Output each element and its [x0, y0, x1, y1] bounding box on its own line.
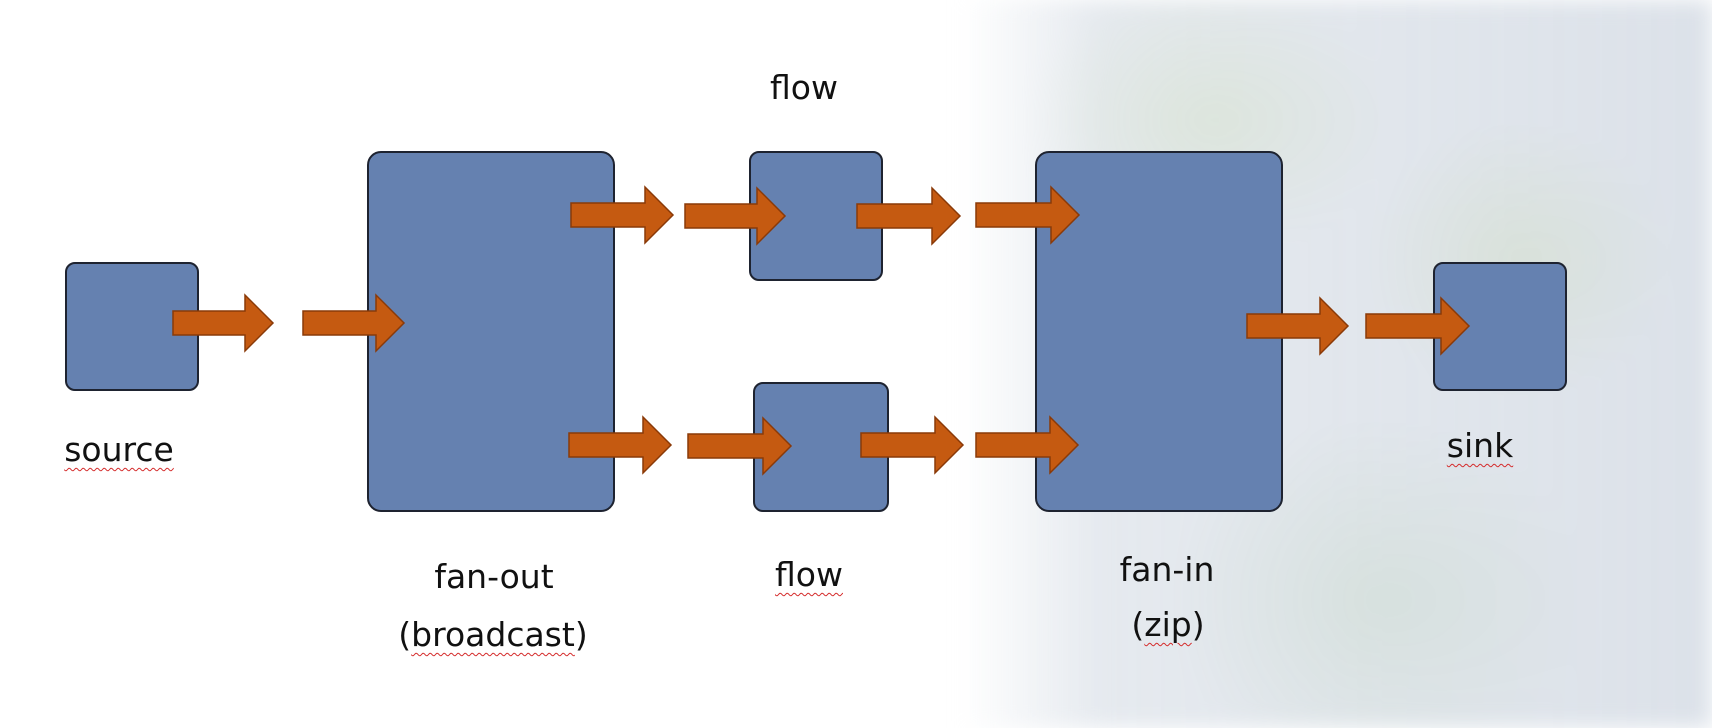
- arrow-source-out: [172, 293, 275, 353]
- arrow-fanin-top-in-shape: [975, 185, 1081, 245]
- arrow-source-out-shape: [172, 293, 275, 353]
- fan-out-label-line2: (broadcast): [398, 618, 587, 651]
- arrow-fanin-bottom-in: [975, 415, 1080, 475]
- source-label: source: [64, 433, 174, 466]
- arrow-flow-top-in: [684, 186, 787, 246]
- fan-out-label-line1: fan-out: [434, 560, 553, 593]
- source-text: source: [64, 430, 174, 469]
- arrow-fanin-bottom-in-shape: [975, 415, 1080, 475]
- fan-in-label-line1: fan-in: [1120, 553, 1215, 586]
- fan-in-text: fan-in: [1119, 550, 1215, 589]
- fan-in-paren-open: (: [1131, 605, 1145, 644]
- arrow-flow-top-out-shape: [856, 186, 962, 246]
- arrow-fanin-top-in: [975, 185, 1081, 245]
- arrow-sink-in: [1365, 296, 1471, 356]
- arrow-flow-bottom-out-shape: [860, 415, 965, 475]
- arrow-fanin-out: [1246, 296, 1350, 356]
- arrow-flow-bottom-out: [860, 415, 965, 475]
- arrow-sink-in-shape: [1365, 296, 1471, 356]
- arrow-fanout-in: [302, 293, 406, 353]
- arrow-flow-top-in-shape: [684, 186, 787, 246]
- arrow-flow-bottom-in-shape: [687, 416, 793, 476]
- arrow-fanout-top-out: [570, 185, 675, 245]
- fan-out-paren-open: (: [398, 615, 412, 654]
- arrow-fanout-bottom-out-shape: [568, 415, 673, 475]
- arrow-fanout-top-out-shape: [570, 185, 675, 245]
- zip-text: zip: [1144, 605, 1192, 644]
- arrow-flow-bottom-in: [687, 416, 793, 476]
- fan-out-text: fan-out: [434, 557, 554, 596]
- fan-in-paren-close: ): [1191, 605, 1205, 644]
- arrow-fanout-in-shape: [302, 293, 406, 353]
- flow-top-text: flow: [770, 68, 838, 107]
- sink-label: sink: [1447, 429, 1513, 462]
- arrow-flow-top-out: [856, 186, 962, 246]
- broadcast-text: broadcast: [411, 615, 575, 654]
- arrow-fanout-bottom-out: [568, 415, 673, 475]
- arrow-fanin-out-shape: [1246, 296, 1350, 356]
- flow-bottom-text: flow: [775, 555, 843, 594]
- fan-in-label-line2: (zip): [1131, 608, 1204, 641]
- fan-in-node: [1035, 151, 1283, 512]
- flow-top-label: flow: [770, 71, 838, 104]
- sink-text: sink: [1446, 426, 1514, 465]
- fan-out-paren-close: ): [574, 615, 588, 654]
- flow-bottom-label: flow: [775, 558, 843, 591]
